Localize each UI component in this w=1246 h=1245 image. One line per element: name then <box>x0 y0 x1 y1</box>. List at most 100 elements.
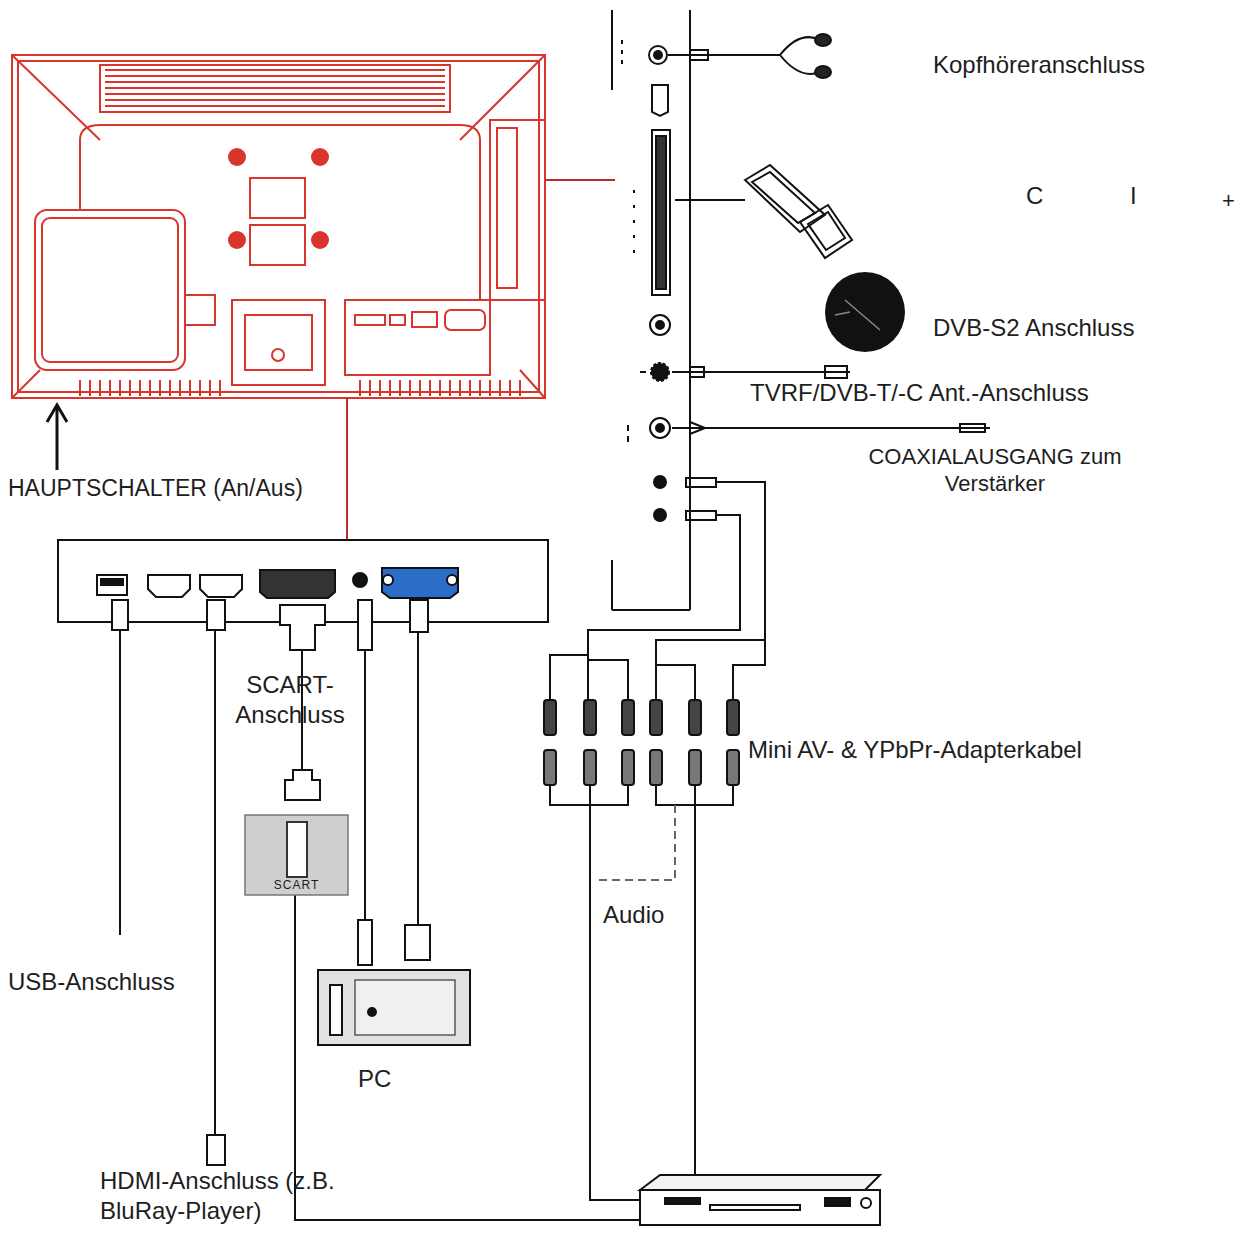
adapter-wire <box>550 785 733 1200</box>
av-cable <box>550 478 765 700</box>
part-label: DVB-S2 Anschluss <box>933 313 1233 342</box>
side-panel-shape <box>650 418 670 438</box>
part-label: C <box>1026 181 1066 210</box>
part-label: USB-Anschluss <box>8 967 268 996</box>
satellite-dish-shape <box>825 272 905 352</box>
adapter-plug-shape <box>544 750 556 785</box>
headphones-shape <box>815 34 831 46</box>
device-label: PC <box>358 1065 438 1093</box>
av-cable-shape <box>588 660 628 700</box>
mount-hole <box>228 148 329 249</box>
part-label: Mini AV- & YPbPr-Adapterkabel <box>748 735 1188 764</box>
tv-back-shape <box>12 55 545 398</box>
side-panel-shape <box>656 321 664 329</box>
tv-back-shape <box>18 61 539 392</box>
device-cable-shape <box>358 920 372 965</box>
tv-leader <box>347 180 615 540</box>
device-cable-shape <box>214 630 216 1135</box>
side-panel-shape <box>622 40 646 442</box>
adapter-plug-shape <box>622 750 634 785</box>
adapter-plug-shape <box>689 750 701 785</box>
adapter-plug-shape <box>727 700 739 735</box>
dvd-player-shape <box>665 1198 700 1204</box>
adapter-plug-shape <box>584 700 596 735</box>
bottom-panel-shape <box>447 575 457 585</box>
bottom-panel-shape <box>382 568 458 598</box>
ci-card-shape <box>675 199 745 201</box>
tv-back-shape <box>445 310 485 330</box>
ci-card-shape <box>752 172 815 223</box>
side-panel-shape <box>654 51 662 59</box>
device-cable-shape <box>207 1135 225 1165</box>
tv-back-shape <box>185 295 215 325</box>
part-label: I <box>1130 181 1160 210</box>
tv-back-shape <box>272 349 284 361</box>
side-panel-shape <box>654 476 666 488</box>
part-label: SCART- Anschluss <box>220 670 360 730</box>
headphones-shape <box>690 50 708 60</box>
device-cable-shape <box>280 605 325 650</box>
pc-box-shape <box>318 970 470 1045</box>
side-panel-shape <box>651 363 669 381</box>
ci-card-shape <box>808 212 845 250</box>
bottom-panel-shape <box>200 575 242 597</box>
switch-arrow-shape <box>56 408 59 470</box>
antenna-cable-shape <box>672 427 990 429</box>
device-cable-shape <box>207 600 225 630</box>
tv-leader-shape <box>545 179 615 181</box>
bottom-panel-shape <box>383 575 393 585</box>
scart-device <box>245 815 348 895</box>
tv-back-shape <box>232 300 325 385</box>
part-label: + <box>1222 186 1246 215</box>
tv-back <box>12 55 545 398</box>
antenna-cable-shape <box>672 371 850 373</box>
av-cable-shape <box>733 640 765 700</box>
tv-back-shape <box>360 380 520 396</box>
headphones-shape <box>815 66 831 78</box>
adapter-plug-shape <box>544 700 556 735</box>
side-panel-shape <box>654 509 666 521</box>
dvd-player-shape <box>640 1190 880 1225</box>
part-label: TVRF/DVB-T/-C Ant.-Anschluss <box>750 378 1230 407</box>
adapter-wire-shape <box>595 805 675 880</box>
satellite-dish-shape <box>835 300 880 330</box>
device-label: SCART <box>245 877 348 893</box>
pc-box-shape <box>330 985 342 1035</box>
part-label: HDMI-Anschluss (z.B. BluRay-Player) <box>100 1166 375 1226</box>
bottom-panel-shape <box>101 579 123 585</box>
adapter-plug <box>544 700 739 785</box>
bottom-panel-shape <box>97 575 127 595</box>
adapter-plug-shape <box>622 700 634 735</box>
adapter-plug-shape <box>727 750 739 785</box>
device-cable-shape <box>364 650 366 920</box>
pc-box: PC <box>318 970 470 1045</box>
device-cable-shape <box>119 630 121 935</box>
satellite-dish <box>825 272 905 352</box>
tv-back-shape <box>490 120 545 300</box>
av-cable-shape <box>550 655 588 700</box>
tv-back-shape <box>100 65 450 112</box>
mount-hole-shape <box>228 148 246 166</box>
tv-back-shape <box>79 140 81 210</box>
side-panel-shape <box>650 315 670 335</box>
tv-back-shape <box>250 225 305 265</box>
switch-arrow-shape <box>47 405 67 422</box>
headphones-shape <box>780 37 820 74</box>
mount-hole-shape <box>311 231 329 249</box>
adapter-plug-shape <box>650 700 662 735</box>
tv-back-shape <box>520 370 545 398</box>
headphones-shape <box>668 54 780 56</box>
scart-device-shape <box>287 822 307 877</box>
part-label: Kopfhöreranschluss <box>933 50 1233 79</box>
scart-device-box: SCART <box>245 815 348 895</box>
device-cable-shape <box>410 600 428 632</box>
part-label: HAUPTSCHALTER (An/Aus) <box>8 474 388 503</box>
tv-back-shape <box>35 210 185 370</box>
av-cable-shape <box>588 515 740 700</box>
tv-back-shape <box>390 315 405 325</box>
mount-hole-shape <box>228 231 246 249</box>
dvd-player-shape <box>861 1198 871 1208</box>
headphones <box>668 34 831 78</box>
